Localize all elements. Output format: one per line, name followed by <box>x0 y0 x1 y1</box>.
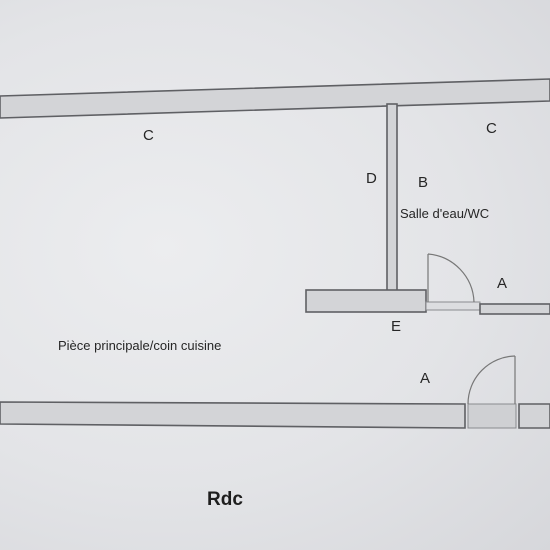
entry-door-threshold <box>467 403 517 429</box>
label-d: D <box>366 170 377 187</box>
label-c-wc: C <box>486 120 497 137</box>
label-b: B <box>418 174 429 191</box>
wc-right-wall <box>479 303 550 315</box>
bottom-wall-left <box>0 401 466 429</box>
wc-door-swing <box>427 253 475 303</box>
label-e: E <box>391 318 402 335</box>
entry-door-swing <box>467 355 516 405</box>
label-a-wc: A <box>497 275 508 292</box>
partition-stub-wall <box>305 289 427 313</box>
room-label-wc: Salle d'eau/WC <box>400 206 490 221</box>
wc-door-threshold <box>425 301 481 311</box>
room-label-main: Pièce principale/coin cuisine <box>58 338 222 353</box>
floor-caption: Rdc <box>207 489 243 510</box>
label-c-main: C <box>143 127 154 144</box>
bottom-wall-right <box>518 403 550 429</box>
top-wall <box>0 78 550 119</box>
label-a-entry: A <box>420 370 431 387</box>
partition-wall <box>386 103 398 293</box>
